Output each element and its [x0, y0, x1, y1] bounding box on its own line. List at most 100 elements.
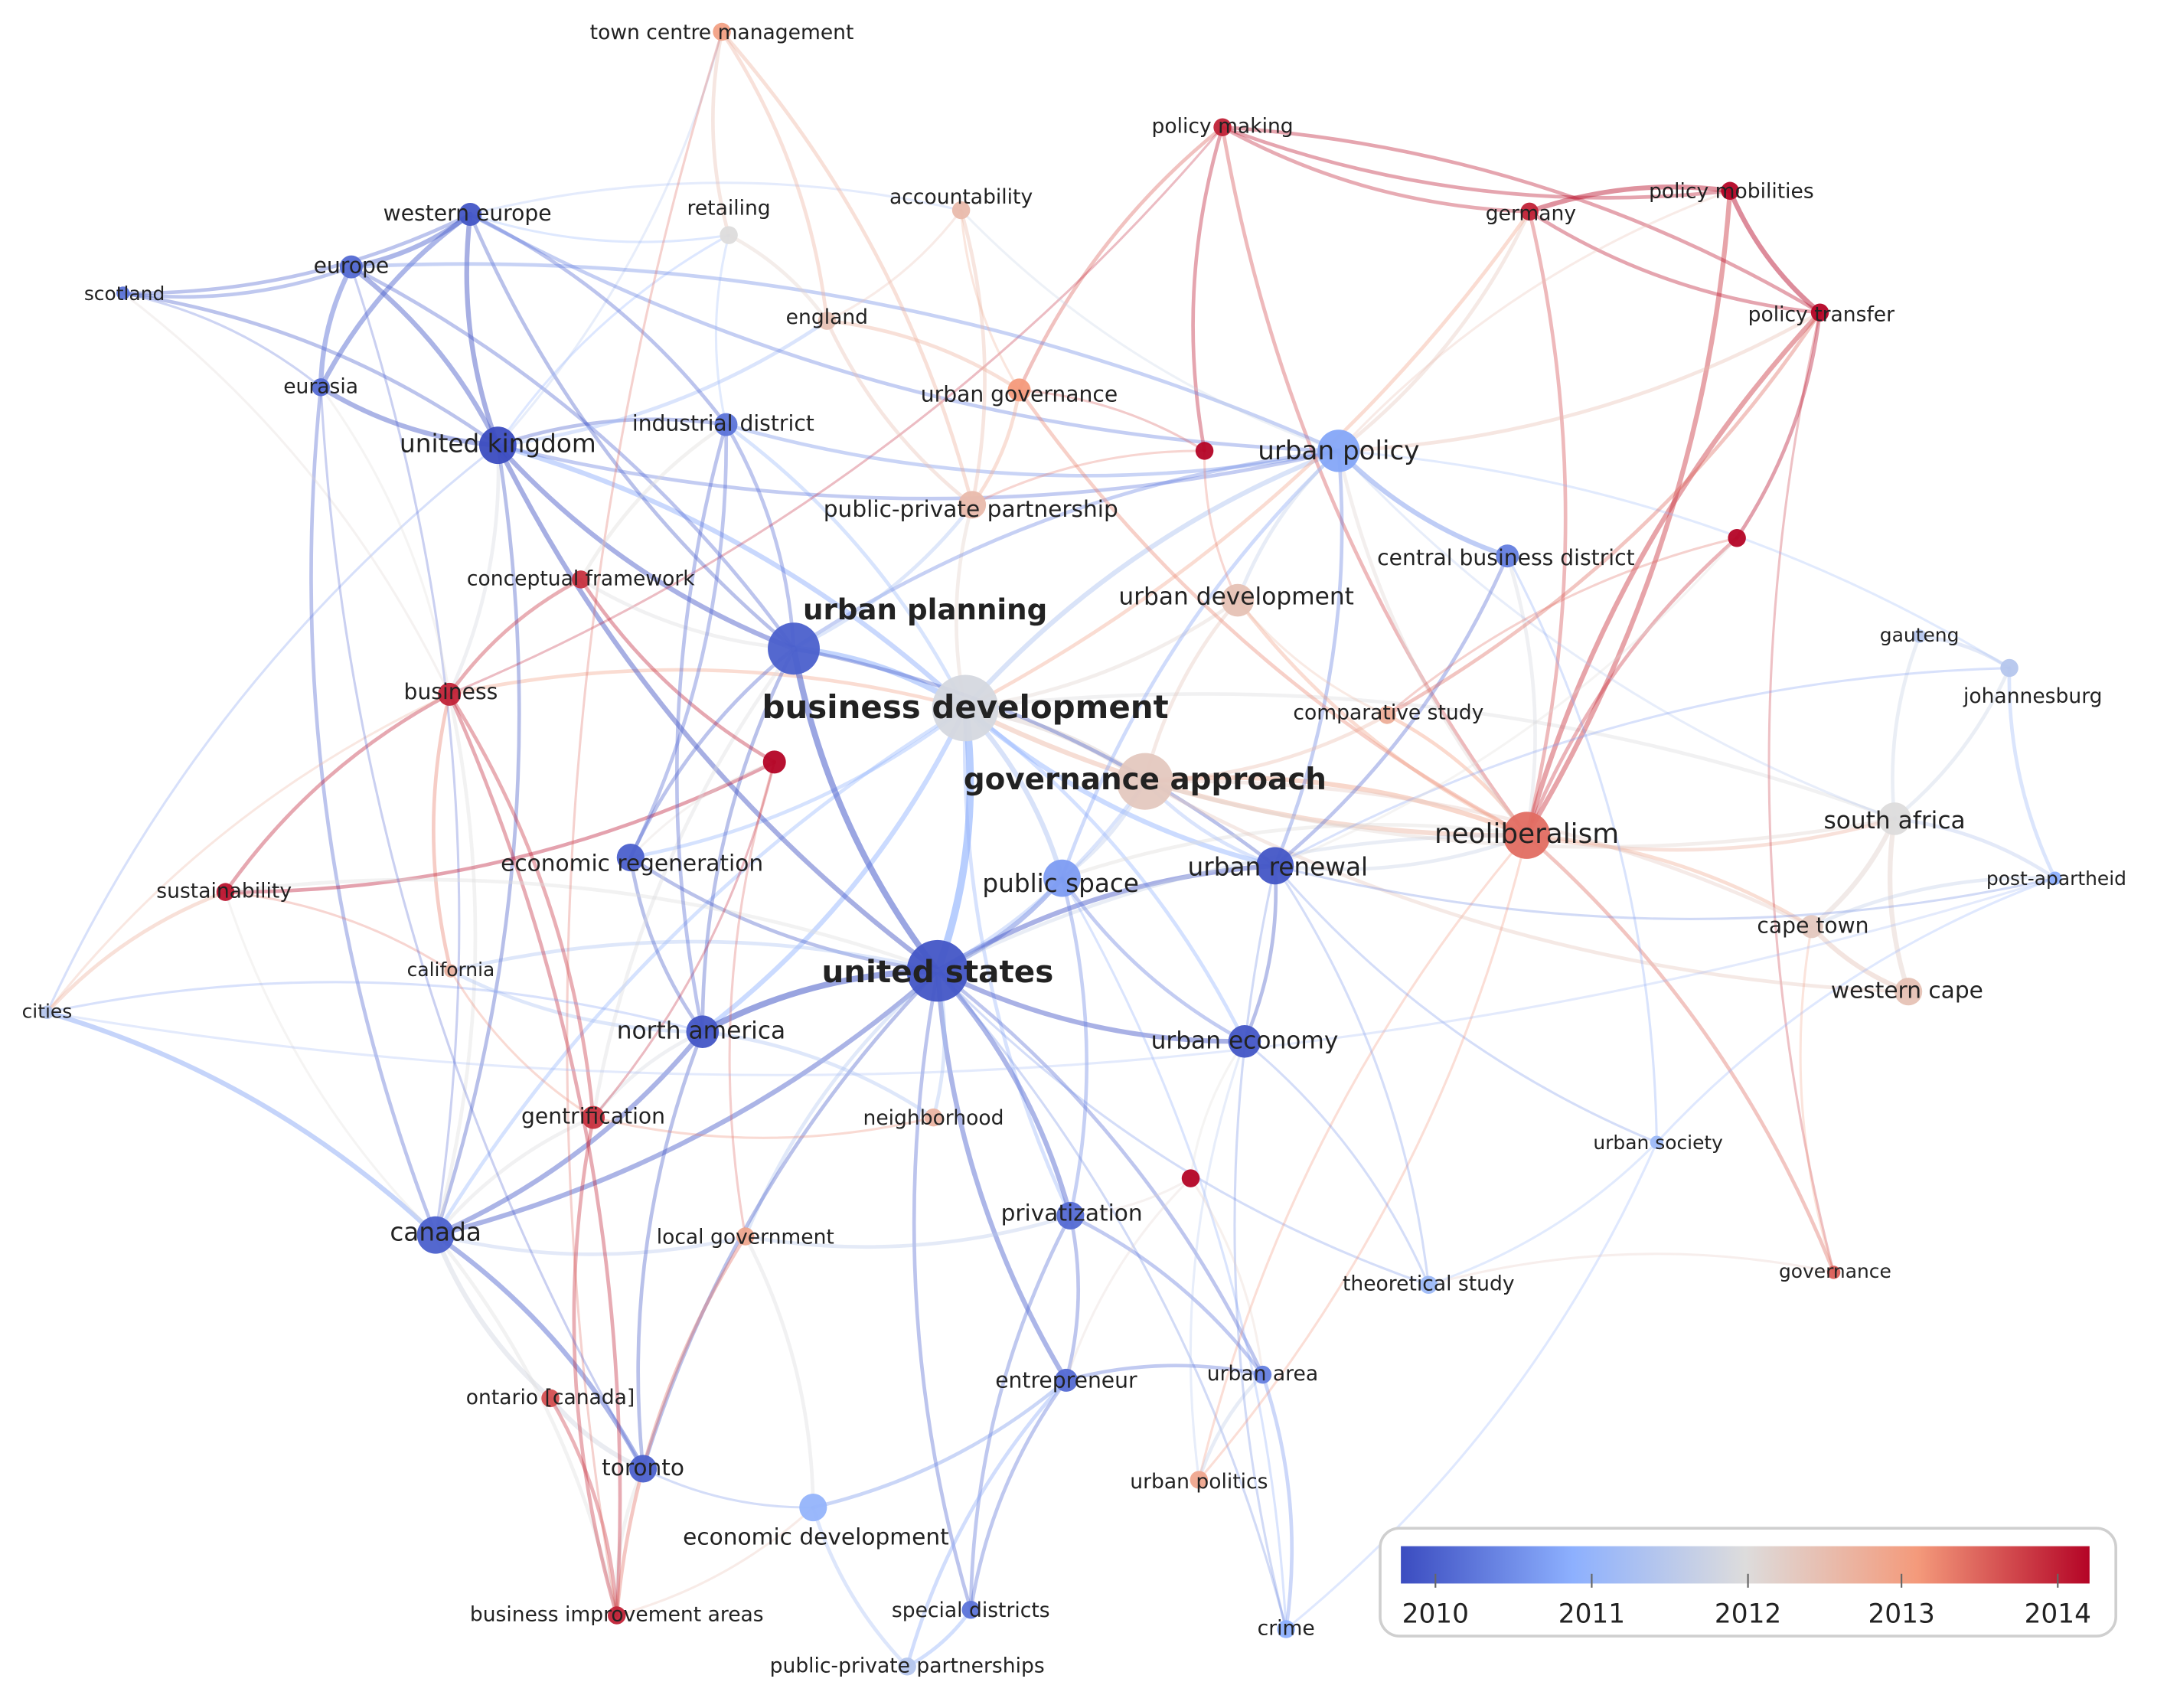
node-policy-transfer[interactable] [1810, 303, 1829, 322]
label-toronto[interactable]: toronto [602, 1455, 684, 1481]
label-united-kingdom[interactable]: united kingdom [400, 429, 596, 459]
label-policy-making[interactable]: policy making [1151, 115, 1293, 139]
node-canada[interactable] [416, 1216, 455, 1254]
label-governance[interactable]: governance [1779, 1260, 1891, 1282]
label-policy-transfer[interactable]: policy transfer [1748, 302, 1895, 326]
label-south-africa[interactable]: south africa [1823, 807, 1965, 834]
label-urban-governance[interactable]: urban governance [921, 382, 1118, 407]
node-conceptual-framework[interactable] [572, 570, 590, 589]
label-town-centre-management[interactable]: town centre management [590, 21, 854, 44]
node-europe[interactable] [339, 255, 363, 279]
node-governance[interactable] [1826, 1265, 1841, 1279]
node-special-districts[interactable] [961, 1600, 981, 1619]
label-california[interactable]: california [407, 959, 495, 981]
node-central-business-district[interactable] [1496, 544, 1519, 568]
label-comparative-study[interactable]: comparative study [1293, 701, 1483, 725]
label-central-business-district[interactable]: central business district [1377, 545, 1634, 570]
label-special-districts[interactable]: special districts [892, 1599, 1050, 1622]
node-neighborhood[interactable] [924, 1108, 943, 1127]
label-local-government[interactable]: local government [657, 1225, 834, 1249]
node-eurasia[interactable] [312, 378, 330, 397]
node-urban-renewal[interactable] [1256, 847, 1294, 885]
node-local-government[interactable] [736, 1227, 755, 1246]
node-theoretical-study[interactable] [1419, 1275, 1438, 1294]
node-unlabeled-c[interactable] [762, 750, 786, 774]
label-canada[interactable]: canada [390, 1217, 481, 1246]
node-united-states[interactable] [906, 939, 969, 1002]
node-economic-development[interactable] [799, 1493, 827, 1522]
label-europe[interactable]: europe [314, 253, 390, 279]
node-united-kingdom[interactable] [478, 426, 517, 465]
node-entrepreneur[interactable] [1054, 1368, 1078, 1392]
node-urban-governance[interactable] [1007, 378, 1031, 402]
label-entrepreneur[interactable]: entrepreneur [995, 1368, 1137, 1393]
label-scotland[interactable]: scotland [84, 282, 165, 305]
node-economic-regeneration[interactable] [616, 843, 645, 872]
node-retailing[interactable] [720, 226, 738, 244]
label-crime[interactable]: crime [1258, 1617, 1315, 1641]
node-privatization[interactable] [1056, 1201, 1085, 1230]
node-gentrification[interactable] [582, 1105, 605, 1129]
label-economic-regeneration[interactable]: economic regeneration [501, 851, 763, 877]
node-western-europe[interactable] [459, 203, 482, 226]
node-toronto[interactable] [629, 1455, 658, 1483]
label-business-improvement-areas[interactable]: business improvement areas [470, 1602, 764, 1626]
label-business-development[interactable]: business development [762, 688, 1168, 726]
node-urban-policy[interactable] [1317, 429, 1360, 472]
node-sustainability[interactable] [216, 883, 235, 901]
node-crime[interactable] [1277, 1620, 1295, 1638]
label-north-america[interactable]: north america [617, 1017, 785, 1045]
node-urban-economy[interactable] [1228, 1024, 1261, 1058]
label-ontario-canada[interactable]: ontario [canada] [466, 1386, 635, 1409]
node-public-private-partnership[interactable] [958, 491, 987, 519]
node-policy-mobilities[interactable] [1721, 181, 1739, 201]
label-gauteng[interactable]: gauteng [1880, 624, 1960, 646]
label-governance-approach[interactable]: governance approach [964, 763, 1327, 797]
label-western-cape[interactable]: western cape [1831, 978, 1983, 1004]
label-urban-planning[interactable]: urban planning [803, 593, 1047, 626]
node-western-cape[interactable] [1894, 978, 1923, 1006]
node-urban-development[interactable] [1221, 583, 1255, 617]
node-town-centre-management[interactable] [713, 22, 731, 41]
node-industrial-district[interactable] [714, 413, 738, 436]
label-public-space[interactable]: public space [982, 869, 1139, 898]
label-business[interactable]: business [404, 679, 498, 704]
label-urban-policy[interactable]: urban policy [1258, 436, 1419, 466]
node-south-africa[interactable] [1878, 802, 1911, 835]
node-business[interactable] [438, 682, 462, 706]
label-theoretical-study[interactable]: theoretical study [1343, 1272, 1515, 1296]
label-economic-development[interactable]: economic development [683, 1523, 949, 1550]
node-accountability[interactable] [951, 201, 971, 220]
node-urban-planning[interactable] [768, 622, 820, 675]
label-sustainability[interactable]: sustainability [156, 880, 292, 903]
label-public-private-partnerships[interactable]: public-private partnerships [770, 1654, 1045, 1677]
label-urban-renewal[interactable]: urban renewal [1188, 852, 1369, 881]
label-privatization[interactable]: privatization [1001, 1200, 1143, 1226]
node-unlabeled-b[interactable] [1728, 528, 1746, 547]
node-urban-politics[interactable] [1190, 1471, 1209, 1489]
node-ontario-canada[interactable] [541, 1389, 560, 1408]
node-comparative-study[interactable] [1378, 706, 1396, 724]
label-cape-town[interactable]: cape town [1757, 913, 1868, 938]
node-cape-town[interactable] [1800, 915, 1823, 939]
label-conceptual-framework[interactable]: conceptual framework [467, 567, 695, 590]
node-urban-area[interactable] [1253, 1365, 1272, 1384]
label-germany[interactable]: germany [1486, 202, 1576, 226]
node-neoliberalism[interactable] [1503, 812, 1551, 859]
label-gentrification[interactable]: gentrification [521, 1104, 665, 1129]
node-business-development[interactable] [932, 674, 999, 742]
node-urban-society[interactable] [1650, 1135, 1664, 1149]
label-england[interactable]: england [786, 305, 868, 329]
label-united-states[interactable]: united states [821, 953, 1053, 990]
label-urban-development[interactable]: urban development [1118, 583, 1354, 610]
node-public-space[interactable] [1043, 859, 1081, 897]
label-western-europe[interactable]: western europe [383, 201, 552, 226]
node-gauteng[interactable] [1912, 629, 1927, 643]
node-public-private-partnerships[interactable] [898, 1657, 916, 1676]
label-urban-politics[interactable]: urban politics [1130, 1470, 1268, 1494]
label-public-private-partnership[interactable]: public-private partnership [824, 496, 1118, 522]
label-accountability[interactable]: accountability [889, 185, 1033, 209]
node-unlabeled-a[interactable] [1195, 442, 1214, 460]
label-neighborhood[interactable]: neighborhood [863, 1106, 1004, 1130]
node-england[interactable] [818, 312, 837, 330]
